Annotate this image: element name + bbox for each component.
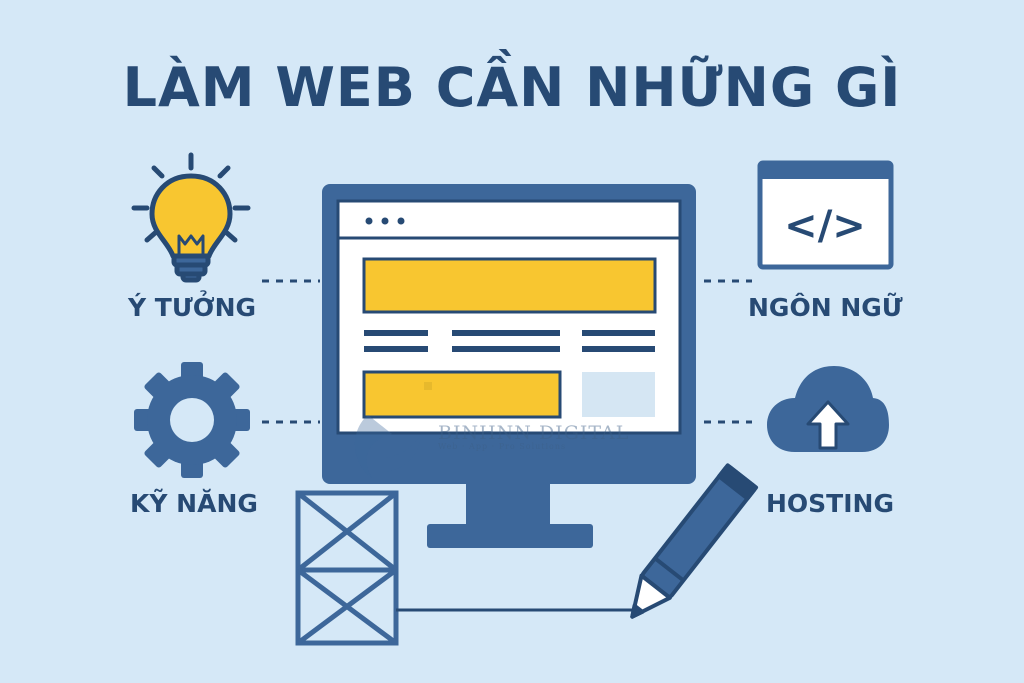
page-title: LÀM WEB CẦN NHỮNG GÌ [122, 56, 902, 119]
label-hosting: HOSTING [766, 489, 894, 518]
scaffold-icon [295, 490, 646, 646]
label-skill: KỸ NĂNG [130, 489, 258, 518]
cloud-upload-icon [767, 366, 889, 452]
watermark: BINHNN DIGITAL Web · App · Pro Solutions [438, 422, 629, 451]
label-language: NGÔN NGỮ [748, 293, 903, 322]
connectors [262, 279, 752, 424]
pencil-icon [630, 463, 759, 619]
monitor-icon [322, 184, 696, 548]
gear-icon [134, 362, 250, 478]
label-idea: Ý TƯỞNG [128, 293, 257, 322]
watermark-logo-icon [354, 382, 432, 478]
lightbulb-icon [131, 152, 251, 283]
watermark-name: BINHNN DIGITAL [438, 422, 630, 444]
code-window-icon: </> [757, 160, 894, 270]
watermark-tagline: Web · App · Pro Solutions [438, 442, 567, 451]
code-symbol: </> [784, 203, 866, 249]
